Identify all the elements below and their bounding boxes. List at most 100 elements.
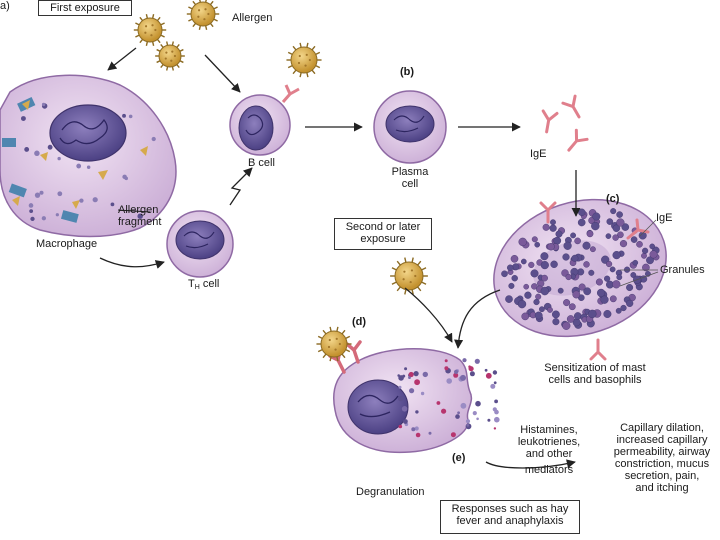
granule-dot bbox=[542, 223, 550, 231]
granule-dot bbox=[530, 269, 539, 278]
granule-dot bbox=[605, 233, 612, 239]
granule-dot bbox=[563, 299, 571, 307]
granule-dot bbox=[621, 223, 630, 231]
granule-dot bbox=[398, 424, 403, 429]
granule-dot bbox=[588, 269, 595, 276]
granule-dot bbox=[47, 144, 53, 150]
granule-dot bbox=[591, 221, 600, 231]
granule-dot bbox=[454, 369, 459, 374]
granule-dot bbox=[511, 275, 518, 282]
granule-dot bbox=[122, 113, 126, 118]
ige-bound-label: IgE bbox=[656, 212, 673, 224]
granule-dot bbox=[612, 280, 621, 289]
granule-dot bbox=[641, 252, 647, 259]
granule-dot bbox=[55, 213, 59, 217]
granule-dot bbox=[612, 251, 621, 260]
granule-dot bbox=[34, 192, 41, 198]
granule-dot bbox=[453, 372, 459, 378]
granule-dot bbox=[521, 258, 527, 265]
granule-dot bbox=[582, 241, 591, 250]
granule-dot bbox=[603, 310, 612, 319]
granule-dot bbox=[533, 298, 540, 306]
granule-dot bbox=[436, 401, 441, 405]
granule-dot bbox=[541, 274, 548, 282]
effects-line-2: increased capillary bbox=[616, 434, 708, 446]
ige-free-label: IgE bbox=[530, 148, 547, 160]
granule-dot bbox=[465, 419, 471, 424]
granule-dot bbox=[441, 408, 447, 414]
plasma-cell-line-2: cell bbox=[401, 178, 419, 190]
degranulation-label: Degranulation bbox=[356, 486, 425, 498]
granule-dot bbox=[487, 418, 491, 422]
granule-dot bbox=[422, 371, 428, 378]
granule-dot bbox=[612, 224, 621, 233]
granule-dot bbox=[547, 242, 555, 251]
th-cell bbox=[166, 210, 234, 278]
b-cell-antibody-receptor bbox=[281, 84, 300, 103]
granule-dot bbox=[450, 432, 456, 438]
granule-dot bbox=[41, 216, 46, 221]
mast-cell-ige-receptors bbox=[539, 201, 650, 361]
granule-dot bbox=[501, 270, 508, 278]
plasma-cell-line-1: Plasma bbox=[391, 166, 429, 178]
granule-dot bbox=[563, 241, 572, 250]
sensitization-line-2: cells and basophils bbox=[548, 374, 642, 386]
granule-dot bbox=[574, 312, 582, 320]
granule-dot bbox=[583, 287, 592, 296]
panel-d-label: (d) bbox=[352, 316, 367, 328]
sensitization-label: Sensitization of mast cells and basophil… bbox=[530, 362, 660, 386]
second-exposure-box: Second or later exposure bbox=[334, 218, 432, 250]
th-cell-label: TH cell bbox=[188, 278, 219, 294]
granule-dot bbox=[586, 230, 594, 238]
granule-dot bbox=[92, 197, 98, 203]
granule-dot bbox=[398, 395, 404, 402]
granule-dot bbox=[466, 423, 470, 427]
granule-dot bbox=[469, 371, 475, 377]
granule-dot bbox=[401, 406, 408, 412]
granule-dot bbox=[534, 241, 541, 248]
granule-dot bbox=[398, 375, 404, 381]
granule-dot bbox=[420, 391, 425, 396]
released-granules bbox=[397, 358, 500, 438]
granule-dot bbox=[606, 218, 614, 225]
granule-dot bbox=[630, 236, 638, 243]
granule-dot bbox=[562, 253, 570, 261]
effects-line-4: constriction, mucus bbox=[614, 458, 710, 470]
granule-dot bbox=[609, 295, 617, 303]
granule-dot bbox=[518, 237, 527, 247]
granule-dot bbox=[649, 243, 656, 250]
granule-dot bbox=[413, 371, 419, 377]
first-exposure-text: First exposure bbox=[50, 2, 120, 14]
granule-dot bbox=[494, 399, 498, 404]
granule-dot bbox=[642, 263, 650, 272]
effects-line-1: Capillary dilation, bbox=[620, 422, 704, 434]
mediators-line-1: Histamines, bbox=[520, 424, 578, 436]
plasma-cell-label: Plasma cell bbox=[384, 166, 436, 190]
granule-dot bbox=[460, 402, 467, 409]
granule-dot bbox=[540, 286, 549, 296]
panel-a-label: a) bbox=[0, 0, 10, 12]
granule-dot bbox=[583, 261, 590, 268]
second-exposure-line-1: Second or later bbox=[345, 221, 421, 233]
granule-dot bbox=[485, 372, 492, 379]
granule-dot bbox=[468, 365, 471, 369]
granule-dot bbox=[571, 254, 579, 262]
effects-line-3: permeability, airway bbox=[613, 446, 711, 458]
panel-e-label: (e) bbox=[452, 452, 466, 464]
granule-dot bbox=[531, 236, 538, 243]
granule-dot bbox=[521, 312, 530, 321]
granule-dot bbox=[557, 287, 564, 294]
free-ige-antibodies bbox=[541, 94, 589, 152]
granule-dot bbox=[414, 379, 420, 386]
granule-dot bbox=[476, 417, 479, 421]
granule-dot bbox=[552, 318, 560, 326]
granule-dot bbox=[549, 224, 557, 232]
granule-dot bbox=[540, 261, 549, 270]
granule-dot bbox=[492, 370, 498, 375]
granule-dot bbox=[641, 247, 649, 254]
granule-dot bbox=[578, 208, 586, 217]
granule-dot bbox=[29, 209, 34, 214]
granule-dot bbox=[444, 366, 449, 371]
effects-line-5: secretion, pain, bbox=[624, 470, 700, 482]
granule-dot bbox=[409, 388, 415, 394]
